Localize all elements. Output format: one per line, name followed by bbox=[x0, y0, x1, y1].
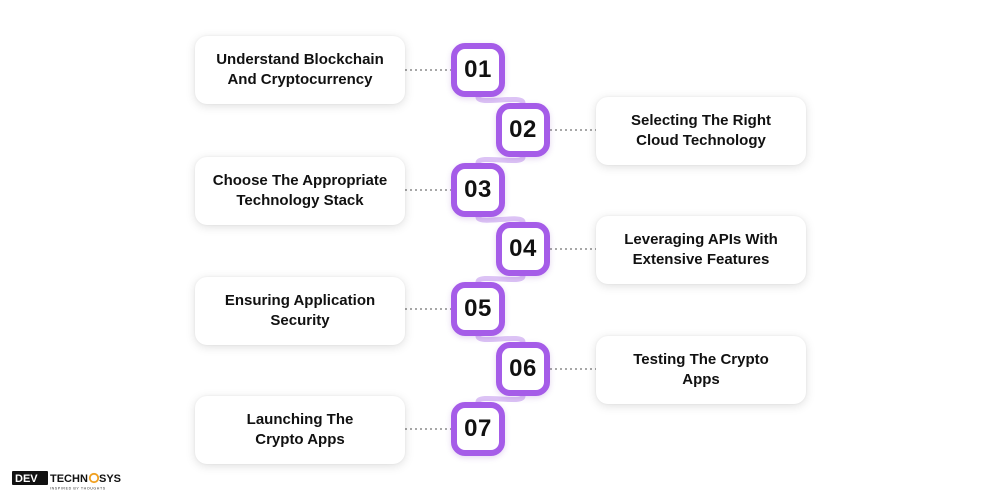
step-badge-01: 01 bbox=[451, 43, 505, 97]
connector-curve-2 bbox=[475, 154, 526, 166]
step-text-03: Choose The Appropriate Technology Stack bbox=[212, 172, 388, 209]
svg-text:DEV: DEV bbox=[15, 473, 38, 485]
step-badge-04: 04 bbox=[496, 222, 550, 276]
step-number-05: 05 bbox=[464, 295, 492, 322]
connector-curve-4 bbox=[475, 273, 526, 285]
step-text-01: Understand Blockchain And Cryptocurrency bbox=[216, 51, 384, 88]
step-text-06: Testing The Crypto Apps bbox=[633, 351, 769, 388]
step-card-04: Leveraging APIs With Extensive Features bbox=[596, 216, 806, 284]
step-card-02: Selecting The Right Cloud Technology bbox=[596, 97, 806, 165]
svg-text:SYS: SYS bbox=[99, 473, 121, 485]
devtechnosys-logo: DEV TECHN SYS INSPIRED BY THOUGHTS bbox=[12, 471, 121, 491]
step-badge-05: 05 bbox=[451, 282, 505, 336]
step-badge-03: 03 bbox=[451, 163, 505, 217]
step-text-04: Leveraging APIs With Extensive Features bbox=[624, 231, 778, 268]
step-badge-02: 02 bbox=[496, 103, 550, 157]
svg-text:INSPIRED BY THOUGHTS: INSPIRED BY THOUGHTS bbox=[50, 487, 106, 491]
connector-curve-5 bbox=[475, 333, 526, 345]
connector-curve-1 bbox=[475, 94, 526, 106]
step-number-02: 02 bbox=[509, 116, 537, 143]
step-text-07: Launching The Crypto Apps bbox=[246, 411, 354, 448]
connector-curve-6 bbox=[475, 393, 526, 405]
step-number-03: 03 bbox=[464, 176, 492, 203]
step-text-02: Selecting The Right Cloud Technology bbox=[630, 112, 771, 149]
step-number-04: 04 bbox=[509, 235, 537, 262]
step-number-01: 01 bbox=[464, 56, 492, 83]
step-number-06: 06 bbox=[509, 355, 537, 382]
step-badge-07: 07 bbox=[451, 402, 505, 456]
step-card-06: Testing The Crypto Apps bbox=[596, 336, 806, 404]
step-card-05: Ensuring Application Security bbox=[195, 277, 405, 345]
svg-text:TECHN: TECHN bbox=[50, 473, 88, 485]
step-card-01: Understand Blockchain And Cryptocurrency bbox=[195, 36, 405, 104]
step-card-03: Choose The Appropriate Technology Stack bbox=[195, 157, 405, 225]
step-card-07: Launching The Crypto Apps bbox=[195, 396, 405, 464]
connector-curve-3 bbox=[475, 214, 526, 225]
step-text-05: Ensuring Application Security bbox=[224, 292, 376, 329]
step-badge-06: 06 bbox=[496, 342, 550, 396]
step-number-07: 07 bbox=[464, 415, 492, 442]
